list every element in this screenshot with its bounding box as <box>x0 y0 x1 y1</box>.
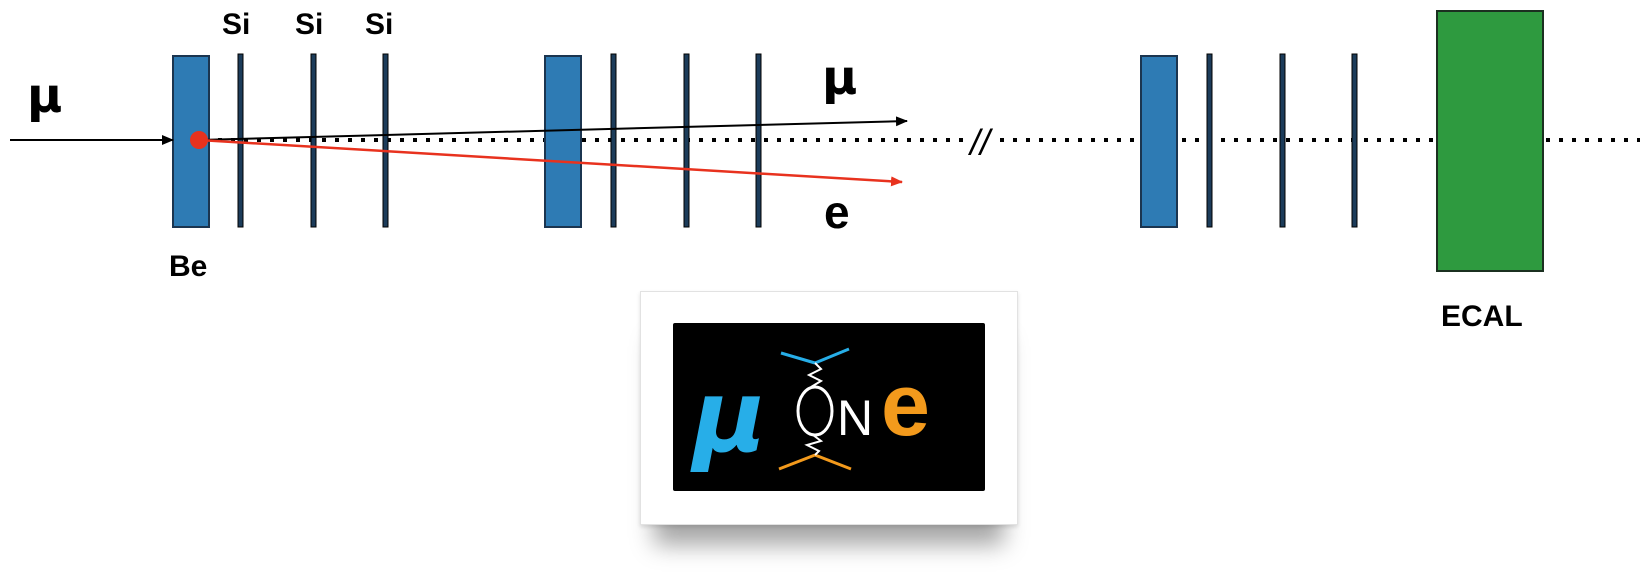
ecal-label: ECAL <box>1441 300 1523 333</box>
si-label-2: Si <box>295 8 324 41</box>
be-target-3 <box>1140 55 1178 228</box>
muone-logo-card: μ N e <box>640 291 1018 525</box>
be-target-2 <box>544 55 582 228</box>
si-layer-2-1 <box>610 53 617 228</box>
si-layer-1-3 <box>382 53 389 228</box>
muone-logo-graphic: μ N e <box>690 347 930 475</box>
si-layer-1-2 <box>310 53 317 228</box>
logo-n-glyph: N <box>837 390 873 446</box>
si-layer-2-2 <box>683 53 690 228</box>
si-label-3: Si <box>365 8 394 41</box>
be-label: Be <box>169 250 208 283</box>
si-layer-3-3 <box>1351 53 1358 228</box>
logo-e-glyph: e <box>881 355 930 454</box>
si-layer-3-1 <box>1206 53 1213 228</box>
muon-in-label: μ <box>27 68 63 124</box>
si-layer-3-2 <box>1279 53 1286 228</box>
ecal-block <box>1436 10 1544 272</box>
outgoing-electron-arrow <box>198 138 903 187</box>
si-label-1: Si <box>222 8 251 41</box>
interaction-vertex <box>190 131 208 149</box>
si-layer-2-3 <box>755 53 762 228</box>
si-layer-1-1 <box>237 53 244 228</box>
logo-mu-glyph: μ <box>690 358 767 475</box>
outgoing-muon-arrow <box>198 116 908 141</box>
muone-logo: μ N e <box>673 323 985 491</box>
muon-out-label: μ <box>822 50 858 106</box>
electron-label: e <box>824 186 850 238</box>
axis-break-mark: // <box>967 122 994 163</box>
